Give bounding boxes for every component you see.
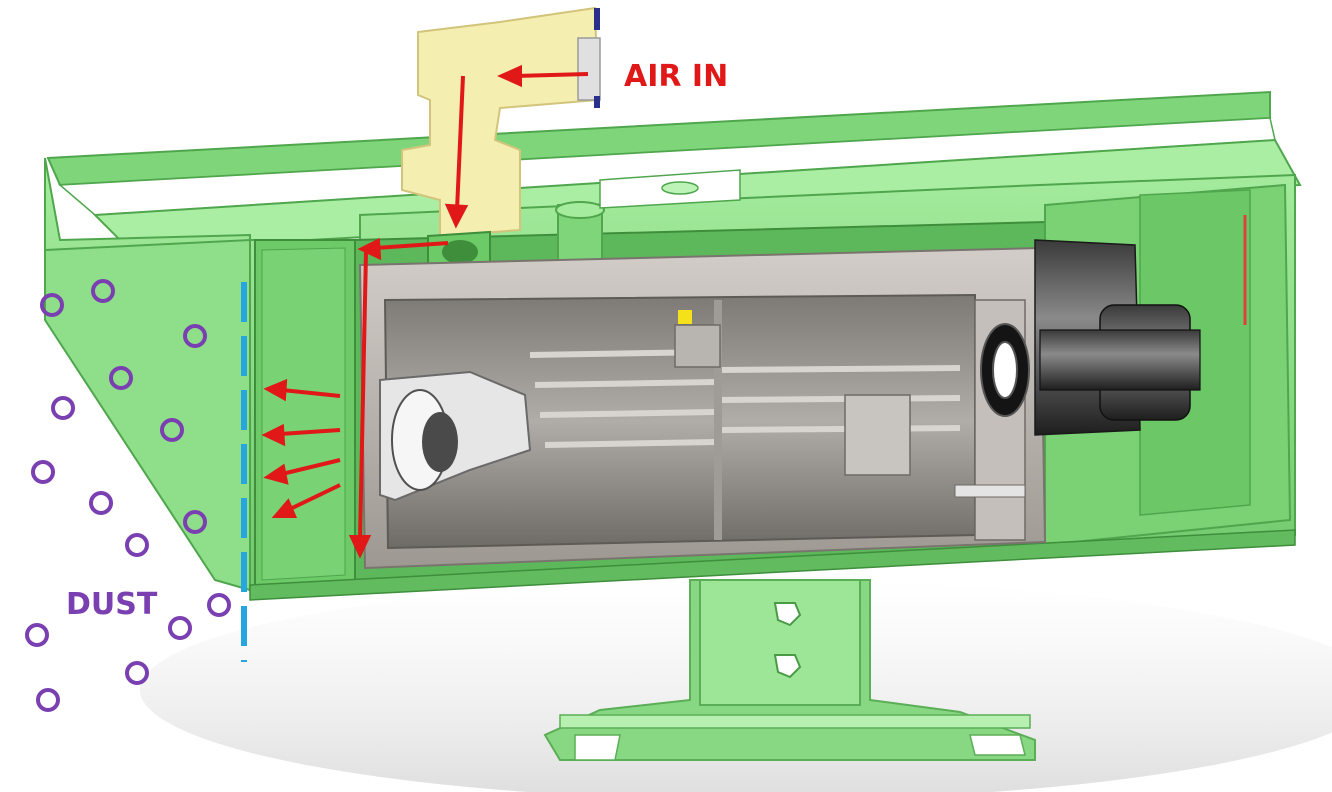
air-flow-arrows <box>261 64 589 559</box>
dust-particle-icon <box>125 661 149 685</box>
dust-particle-icon <box>40 293 64 317</box>
cable-gland <box>980 239 1201 436</box>
dust-particle-icon <box>36 688 60 712</box>
dust-particle-icon <box>125 533 149 557</box>
exit-arrow-2 <box>261 423 341 447</box>
dust-label: DUST <box>66 587 158 622</box>
dust-particle-icon <box>51 396 75 420</box>
dust-particle-icon <box>168 616 192 640</box>
left-arrow <box>357 237 449 261</box>
dust-particle-icon <box>31 460 55 484</box>
exit-arrow-3 <box>263 458 341 485</box>
exit-arrow-1 <box>263 378 341 402</box>
dust-particle-icon <box>109 366 133 390</box>
dust-particle-icon <box>25 623 49 647</box>
dust-particle-icon <box>160 418 184 442</box>
down-arrow <box>444 75 469 229</box>
dust-particle-icon <box>91 279 115 303</box>
dust-particle-icon <box>207 593 231 617</box>
dust-particle-icon <box>183 510 207 534</box>
vertical-flow-arrow <box>348 251 372 559</box>
dust-particle-icon <box>89 491 113 515</box>
camera-housing <box>358 246 1047 570</box>
dust-particles <box>25 279 231 712</box>
air-in-label: AIR IN <box>624 59 728 94</box>
air-in-arrow <box>497 64 589 88</box>
exit-arrow-4 <box>271 483 341 518</box>
dust-particle-icon <box>183 324 207 348</box>
mounting-bracket <box>543 579 1036 761</box>
